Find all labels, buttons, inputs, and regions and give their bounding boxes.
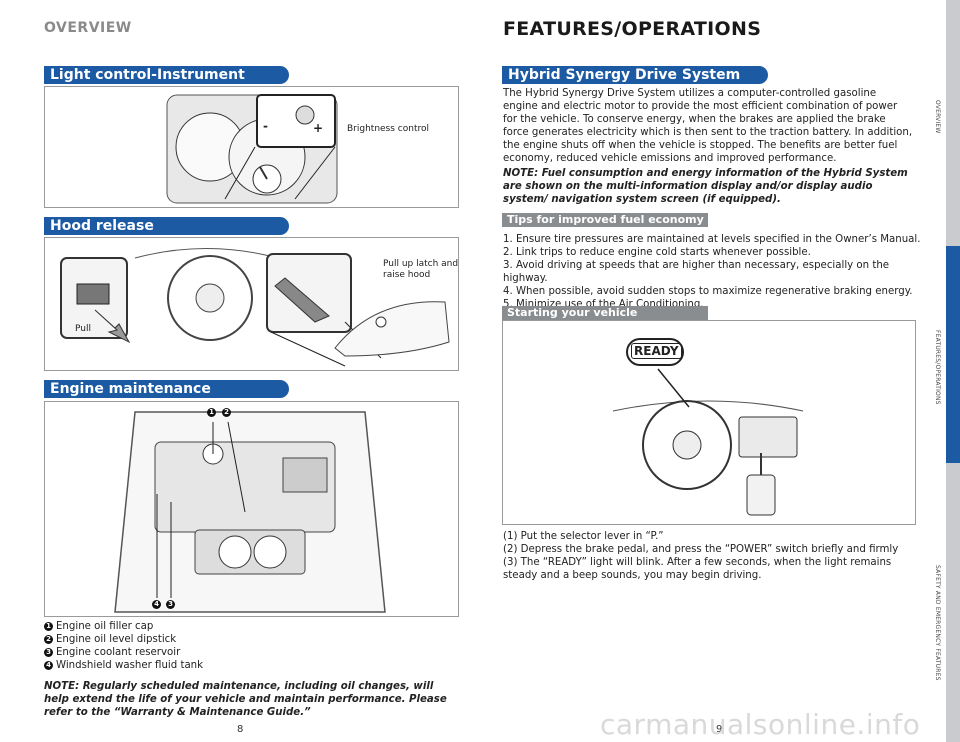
hood-release-illustration [60, 247, 450, 367]
section-starting-title: Starting your vehicle [502, 306, 708, 320]
hybrid-body: The Hybrid Synergy Drive System utilizes… [503, 88, 913, 164]
page-number-left: 8 [237, 724, 244, 735]
legend-num-2: 2 [44, 634, 53, 644]
page-header-left: OVERVIEW [44, 20, 132, 36]
legend-label-2: Engine oil level dipstick [56, 634, 177, 645]
tip-item-3: 3. Avoid driving at speeds that are high… [503, 260, 890, 284]
page-header-right: FEATURES/OPERATIONS [503, 18, 762, 40]
starting-step-2: (2) Depress the brake pedal, and press t… [503, 544, 899, 555]
starting-steps: (1) Put the selector lever in “P.” (2) D… [503, 530, 913, 582]
side-tab-overview[interactable] [946, 0, 960, 246]
tip-item-2: 2. Link trips to reduce engine cold star… [503, 247, 811, 258]
tip-item-5: 5. Minimize use of the Air Conditioning. [503, 299, 704, 310]
instrument-panel-illustration [166, 94, 338, 204]
legend-label-1: Engine oil filler cap [56, 621, 154, 632]
side-tab-label-features: FEATURES/OPERATIONS [934, 330, 941, 405]
section-hood-release-title: Hood release [44, 217, 289, 235]
legend-num-4: 4 [44, 660, 53, 670]
engine-maintenance-note: NOTE: Regularly scheduled maintenance, i… [44, 681, 447, 718]
watermark: carmanualsonline.info [600, 708, 921, 741]
engine-bay-figure: 1 2 4 3 [44, 401, 459, 617]
plus-label: + [313, 121, 324, 135]
side-tab-label-safety: SAFETY AND EMERGENCY FEATURES [934, 565, 941, 681]
starting-step-3: (3) The “READY” light will blink. After … [503, 557, 892, 581]
minus-label: - [263, 119, 268, 133]
engine-bay-illustration [114, 411, 386, 613]
hybrid-note: NOTE: Fuel consumption and energy inform… [503, 168, 908, 205]
pull-latch-callout: Pull up latch and raise hood [383, 259, 459, 280]
callout-1-marker: 1 [207, 408, 216, 417]
tip-item-1: 1. Ensure tire pressures are maintained … [503, 234, 921, 245]
tips-list: 1. Ensure tire pressures are maintained … [503, 233, 923, 311]
tip-item-4: 4. When possible, avoid sudden stops to … [503, 286, 913, 297]
section-engine-maintenance-title: Engine maintenance [44, 380, 289, 398]
callout-3-marker: 3 [166, 600, 175, 609]
legend-num-3: 3 [44, 647, 53, 657]
callout-2-marker: 2 [222, 408, 231, 417]
starting-step-1: (1) Put the selector lever in “P.” [503, 531, 664, 542]
hood-release-figure: Pull Pull up latch and raise hood [44, 237, 459, 371]
callout-4-marker: 4 [152, 600, 161, 609]
legend-label-3: Engine coolant reservoir [56, 647, 181, 658]
section-hybrid-title: Hybrid Synergy Drive System [502, 66, 768, 84]
cockpit-illustration [612, 338, 804, 516]
pull-callout: Pull [75, 324, 91, 334]
ready-indicator: READY [631, 343, 682, 359]
starting-vehicle-figure: READY [502, 320, 916, 525]
brightness-control-callout: Brightness control [347, 124, 429, 134]
legend-label-4: Windshield washer fluid tank [56, 660, 204, 671]
page-number-right: 9 [716, 724, 723, 735]
side-tab-safety[interactable] [946, 463, 960, 742]
instrument-panel-figure: - + Brightness control [44, 86, 459, 208]
section-tips-title: Tips for improved fuel economy [502, 213, 708, 227]
section-light-control-title: Light control-Instrument panel [44, 66, 289, 101]
side-tab-label-overview: OVERVIEW [934, 100, 941, 134]
side-tab-features[interactable] [946, 246, 960, 463]
legend-num-1: 1 [44, 621, 53, 631]
